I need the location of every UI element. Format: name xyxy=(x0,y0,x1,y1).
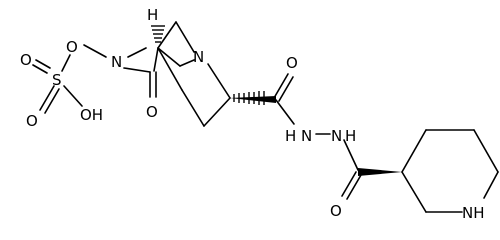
bond-pip-c2-c3 xyxy=(401,171,427,213)
bond-s-o-bottom-b xyxy=(44,88,60,114)
atom-o-carbonyl-1: O xyxy=(286,54,298,72)
bond-calpha-n xyxy=(207,63,231,99)
bond-pip-c3-c4 xyxy=(401,129,427,173)
bond-cco-o-b xyxy=(278,76,294,102)
atom-nh-piperidine: NH xyxy=(462,204,485,222)
bond-pip-c5-c6 xyxy=(473,129,499,173)
atom-n-amide: N xyxy=(111,53,122,71)
bond-cco2-o-b xyxy=(346,174,362,200)
atom-s: S xyxy=(52,71,62,89)
atom-n-hydrazide-2: N xyxy=(331,127,342,145)
bond-layer xyxy=(32,21,499,213)
atom-o-link: O xyxy=(66,38,78,56)
bond-cring2-calpha xyxy=(203,97,231,127)
bond-c1-cbridge-mid xyxy=(157,47,181,67)
bond-n-amide-c1 xyxy=(127,47,147,58)
atom-o-sulfate-bottom: O xyxy=(26,112,38,130)
bond-c-ketone-c1 xyxy=(153,47,159,72)
bond-o-link-n xyxy=(83,44,107,58)
atom-h-hydrazide-2: H xyxy=(345,127,356,145)
wedge-bond-pip-c3-cco2 xyxy=(358,168,402,176)
bond-cbridge-n xyxy=(175,21,195,53)
bond-s-oh xyxy=(63,85,83,107)
bond-c1-cbridge-top xyxy=(157,21,177,49)
bond-cco2-o-a xyxy=(341,171,357,197)
bond-cring-cring2 xyxy=(181,89,205,127)
atom-label-layer: H O N N O O S O OH O H N N H O NH xyxy=(20,6,485,222)
bond-cco-o-a xyxy=(273,73,289,99)
bond-s-o-bottom-a xyxy=(39,85,55,111)
bond-n-amide-c-ketone xyxy=(123,67,151,73)
bond-nh-cco2 xyxy=(343,139,359,171)
bond-o-s-top-a xyxy=(35,59,51,69)
bond-cco-nh xyxy=(275,99,295,125)
atom-h: H xyxy=(147,6,158,24)
hash-bond-c1-h xyxy=(151,25,165,43)
atom-o-ketone: O xyxy=(146,103,158,121)
bond-o-s-top-b xyxy=(32,64,48,74)
atom-oh: OH xyxy=(80,106,103,124)
hash-bond-calpha xyxy=(233,91,265,105)
wedge-bond-calpha-cco xyxy=(230,96,276,103)
atom-n-hydrazide-1: N xyxy=(301,127,312,145)
stereo-layer xyxy=(151,25,402,176)
bond-s-o-link xyxy=(61,54,71,72)
bond-cbridge-mid-n xyxy=(179,59,195,67)
atom-o-carbonyl-2: O xyxy=(330,202,342,220)
atom-n-bridge: N xyxy=(193,48,204,66)
bond-pip-c6-n xyxy=(483,171,499,199)
atom-h-hydrazide-1: H xyxy=(285,127,296,145)
atom-o-sulfate-top: O xyxy=(20,51,32,69)
bond-c1-cring xyxy=(157,47,183,91)
